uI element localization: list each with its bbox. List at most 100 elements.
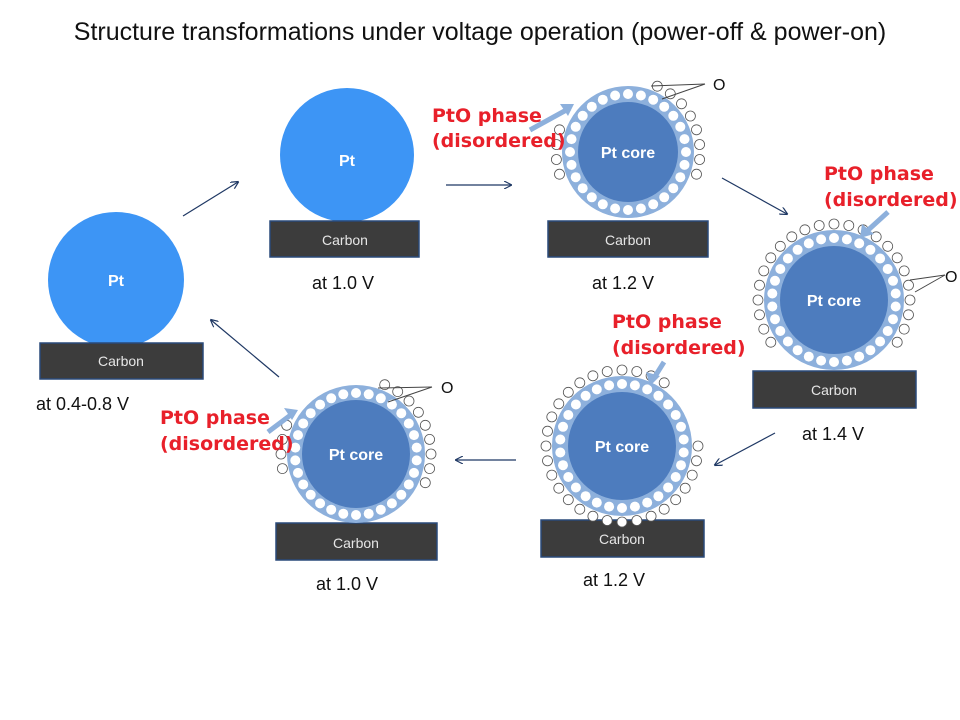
oxygen-atom xyxy=(610,90,621,101)
oxygen-atom xyxy=(555,434,566,445)
oxygen-atom xyxy=(305,489,316,500)
pt-particle xyxy=(48,212,184,348)
oxygen-atom xyxy=(799,224,811,236)
pto-callout-arrowhead xyxy=(560,104,574,116)
pt-core-label: Pt core xyxy=(595,439,649,456)
oxygen-atom xyxy=(409,467,419,478)
oxygen-atom xyxy=(843,220,855,231)
oxygen-atom xyxy=(540,440,552,452)
oxygen-atom xyxy=(577,183,588,194)
pto-callout-arrowhead xyxy=(860,224,874,238)
oxygen-atom xyxy=(767,301,778,312)
oxygen-atom xyxy=(813,220,825,231)
oxygen-atom xyxy=(425,448,437,460)
oxygen-atom xyxy=(816,234,827,245)
pt-core-label: Pt core xyxy=(601,145,655,162)
oxygen-atom xyxy=(754,309,765,321)
oxygen-atom xyxy=(419,477,431,489)
voltage-label: at 0.4-0.8 V xyxy=(36,394,129,414)
oxygen-atom xyxy=(396,489,407,500)
oxygen-atom xyxy=(601,366,613,377)
oxygen-atom xyxy=(676,98,687,110)
oxygen-atom xyxy=(635,90,646,101)
oxygen-atom xyxy=(298,479,309,490)
oxygen-atom xyxy=(670,410,681,420)
pt-particle xyxy=(280,88,414,222)
pto-callout-arrow xyxy=(266,412,294,434)
pto-phase-label: PtO phase xyxy=(160,407,270,429)
oxygen-atom xyxy=(558,460,568,471)
oxygen-atom xyxy=(338,389,349,400)
pto-phase-label: PtO phase xyxy=(824,163,934,185)
oxygen-atom xyxy=(803,351,814,362)
oxygen-atom xyxy=(546,411,558,423)
oxygen-atom xyxy=(403,479,414,490)
oxygen-atom xyxy=(276,433,288,445)
oxygen-atom xyxy=(629,380,640,391)
oxygen-atom xyxy=(574,377,586,389)
carbon-support xyxy=(275,522,438,561)
oxygen-atom xyxy=(792,345,803,356)
pt-core-label: Pt core xyxy=(329,447,383,464)
pto-phase-sublabel: (disordered) xyxy=(432,130,566,152)
stage-1.2v-power-off: Carbon Pt core PtO phase (disordered) at… xyxy=(540,311,746,590)
oxygen-atom xyxy=(890,301,901,312)
oxygen-atom xyxy=(315,399,326,410)
oxygen-atom xyxy=(616,364,628,376)
oxygen-atom xyxy=(786,231,798,243)
oxygen-atom xyxy=(645,510,657,522)
oxygen-atom xyxy=(386,498,397,509)
pto-phase-sublabel: (disordered) xyxy=(160,433,294,455)
oxygen-atom xyxy=(411,442,422,453)
oxygen-atom xyxy=(375,504,386,515)
oxygen-atom xyxy=(676,421,686,432)
oxygen-atom xyxy=(604,501,615,512)
oxygen-atom xyxy=(903,279,914,291)
oxygen-atom xyxy=(546,469,558,481)
oxygen-atom xyxy=(635,203,646,214)
oxygen-atom xyxy=(694,154,705,165)
carbon-support xyxy=(269,220,420,258)
oxygen-atom xyxy=(891,252,903,264)
oxygen-atom xyxy=(903,309,914,321)
oxygen-atom xyxy=(551,139,562,150)
carbon-label: Carbon xyxy=(811,382,857,398)
oxygen-atom xyxy=(290,442,301,453)
oxygen-atom xyxy=(570,121,581,132)
pt-label: Pt xyxy=(339,153,356,170)
diagram-title: Structure transformations under voltage … xyxy=(73,18,887,46)
carbon-support xyxy=(547,220,709,258)
oxygen-label: O xyxy=(713,77,725,94)
oxygen-atom xyxy=(659,101,670,112)
oxygen-atom xyxy=(658,503,670,515)
oxygen-atom xyxy=(648,199,659,210)
oxygen-atom xyxy=(648,94,659,105)
oxygen-atom xyxy=(767,288,778,299)
oxygen-atom xyxy=(574,503,586,515)
oxygen-atom xyxy=(562,494,574,506)
oxygen-atom xyxy=(642,497,653,508)
oxygen-atom xyxy=(580,390,591,401)
pto-phase-sublabel: (disordered) xyxy=(824,189,958,211)
oxygen-atom xyxy=(888,275,898,286)
carbon-label: Carbon xyxy=(322,232,368,248)
oxygen-atom xyxy=(663,399,674,410)
oxygen-atom xyxy=(854,238,865,249)
oxygen-atom xyxy=(379,379,391,391)
oxygen-atoms-outer xyxy=(540,364,704,528)
oxygen-atom xyxy=(765,252,777,264)
oxygen-label: O xyxy=(441,380,453,397)
oxygen-atom xyxy=(882,240,894,252)
oxygen-atom xyxy=(816,355,827,366)
oxygen-atoms-outer xyxy=(551,80,705,180)
oxygen-atom xyxy=(396,408,407,419)
stage-1.4v: Carbon Pt core PtO phase (disordered) O … xyxy=(752,163,958,444)
pto-phase-label: PtO phase xyxy=(612,311,722,333)
oxygen-atom xyxy=(758,265,770,277)
oxygen-atom xyxy=(775,264,786,274)
oxygen-atom xyxy=(875,336,886,347)
oxygen-atom xyxy=(617,503,627,513)
oxygen-pointer xyxy=(914,274,946,293)
carbon-label: Carbon xyxy=(98,353,144,369)
oxygen-atom xyxy=(758,323,770,335)
